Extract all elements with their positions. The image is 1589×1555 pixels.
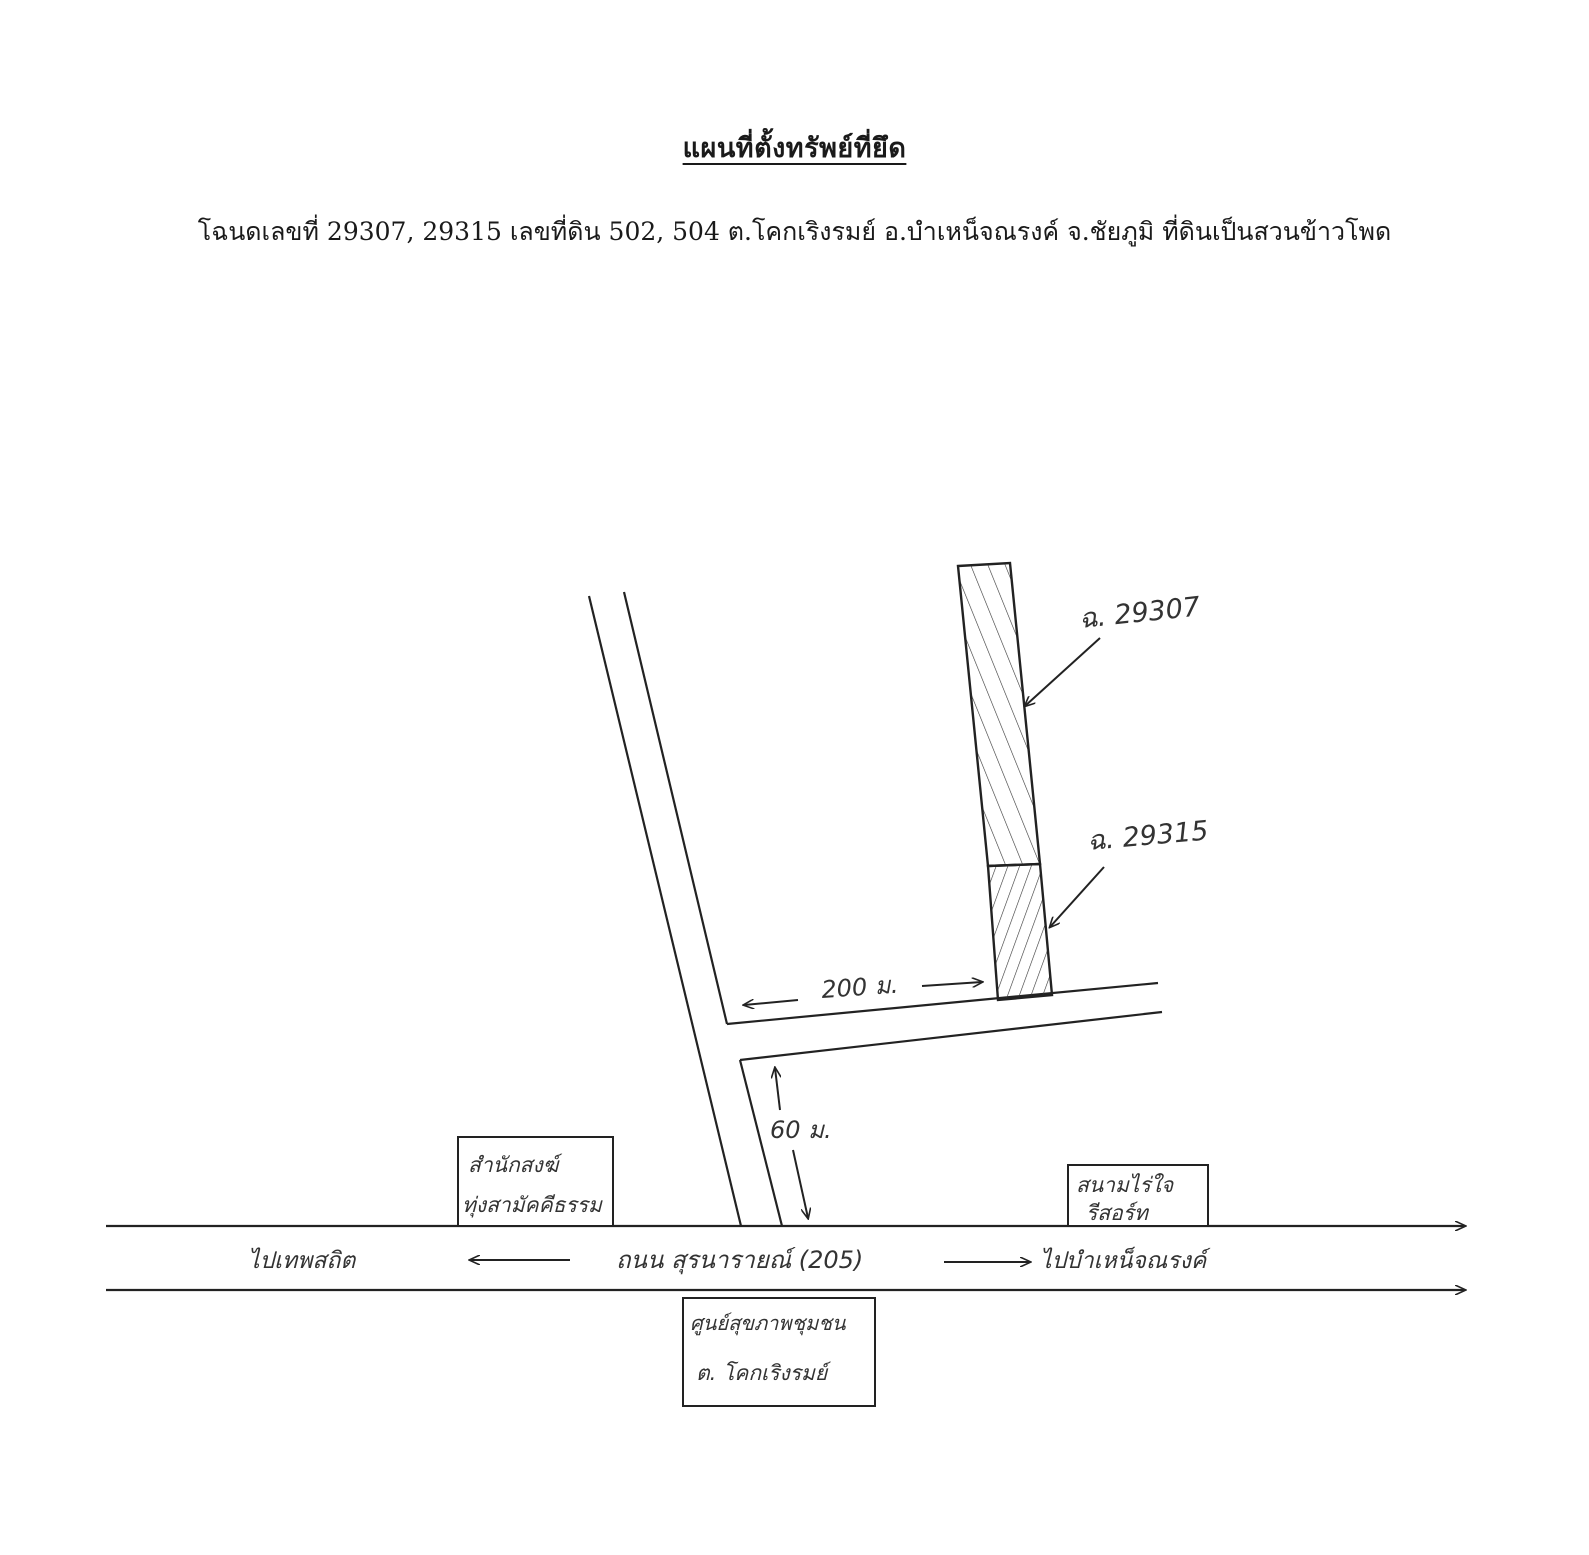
landmark-monastery-box — [457, 1136, 614, 1227]
landmark-resort-line1: สนามไร่ใจ — [1076, 1173, 1175, 1197]
side-road-east-edge-upper — [622, 591, 729, 1025]
branch-road — [726, 981, 1163, 1062]
east-destination-label: ไปบำเหน็จณรงค์ — [1040, 1246, 1211, 1274]
branch-road-south-edge — [739, 1010, 1163, 1062]
landmark-monastery-line1: สำนักสงฆ์ — [468, 1153, 562, 1177]
distance-200-label: 200 ม. — [820, 971, 899, 1004]
distance-60-label: 60 ม. — [770, 1116, 832, 1144]
landmark-health-center: ศูนย์สุขภาพชุมชน ต. โคกเริงรมย์ — [682, 1297, 876, 1407]
parcel-29315-label: ฉ. 29315 — [1086, 816, 1210, 857]
parcel-29307-leader-arrow — [1025, 637, 1101, 706]
landmark-resort: สนามไร่ใจ รีสอร์ท — [1067, 1164, 1209, 1227]
document-title: แผนที่ตั้งทรัพย์ที่ยึด — [682, 133, 907, 164]
landmark-monastery-line2: ทุ่งสามัคคีธรรม — [462, 1193, 603, 1218]
landmark-resort-line2: รีสอร์ท — [1086, 1201, 1150, 1225]
document-subtitle: โฉนดเลขที่ 29307, 29315 เลขที่ดิน 502, 5… — [197, 217, 1392, 246]
side-road-west-edge — [587, 595, 743, 1227]
parcel-29307 — [956, 561, 1042, 868]
main-road — [106, 1226, 1465, 1290]
landmark-health-center-line2: ต. โคกเริงรมย์ — [696, 1361, 831, 1385]
branch-road-north-edge — [726, 981, 1159, 1026]
distance-200-arrow-left — [744, 999, 799, 1005]
landmark-resort-box — [1067, 1164, 1209, 1227]
landmark-monastery: สำนักสงฆ์ ทุ่งสามัคคีธรรม — [457, 1136, 614, 1227]
landmark-health-center-line1: ศูนย์สุขภาพชุมชน — [690, 1311, 847, 1336]
distance-60-arrow-down — [792, 1149, 808, 1218]
distance-200-arrow-right — [921, 982, 982, 986]
side-road — [587, 591, 784, 1227]
parcel-29315 — [986, 862, 1054, 1002]
main-road-label: ถนน สุรนารายณ์ (205) — [616, 1246, 863, 1275]
parcel-29307-shape — [956, 561, 1042, 868]
parcel-29315-shape — [986, 862, 1054, 1002]
west-destination-label: ไปเทพสถิต — [248, 1247, 356, 1274]
side-road-east-edge-lower — [738, 1059, 784, 1227]
distance-60-arrow-up — [775, 1068, 780, 1111]
parcel-29315-leader-arrow — [1050, 866, 1105, 927]
landmark-health-center-box — [682, 1297, 876, 1407]
parcel-29307-label: ฉ. 29307 — [1077, 591, 1201, 635]
